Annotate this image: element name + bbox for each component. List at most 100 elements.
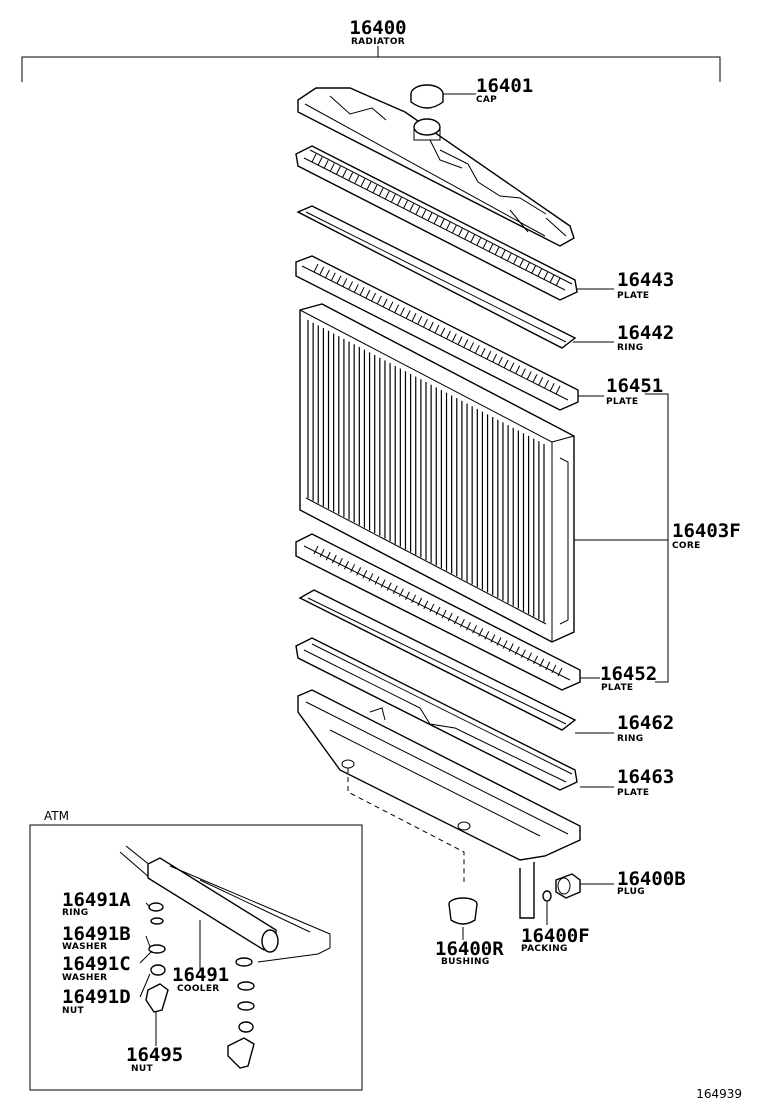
part-name: PLATE xyxy=(617,291,649,301)
hatch-line xyxy=(350,564,356,573)
hatch-line xyxy=(405,310,411,319)
hatch-line xyxy=(427,212,433,222)
hatch-line xyxy=(348,281,354,290)
hatch-line xyxy=(508,643,514,652)
hatch-line xyxy=(388,301,394,310)
hatch-line xyxy=(512,256,518,265)
part-name: PLATE xyxy=(606,397,638,407)
label-bushing: 16400R BUSHING xyxy=(435,938,504,967)
hatch-line xyxy=(509,362,515,371)
hatch-line xyxy=(319,266,325,276)
atm-inset xyxy=(29,824,363,1091)
hatch-line xyxy=(434,324,440,334)
hatch-line xyxy=(549,382,555,392)
hatch-line xyxy=(555,385,561,395)
part-number: 16491C xyxy=(62,953,131,975)
hatch-line xyxy=(453,615,459,625)
hatch-line xyxy=(525,262,530,271)
part-name: RING xyxy=(617,734,643,744)
hatch-line xyxy=(325,551,331,561)
hatch-line xyxy=(362,570,368,579)
hatch-line xyxy=(329,163,335,172)
hatch-line xyxy=(441,609,447,619)
part-number: 16403F xyxy=(672,520,741,542)
label-cooler: 16491 COOLER xyxy=(172,964,229,994)
hatch-line xyxy=(380,579,386,588)
radiator-assembly-bracket xyxy=(21,46,721,82)
hatch-line xyxy=(360,178,366,188)
hatch-line xyxy=(417,597,423,607)
hatch-line xyxy=(396,197,402,206)
hatch-line xyxy=(503,359,509,369)
label-core: 16403F CORE xyxy=(672,520,741,551)
hatch-line xyxy=(409,203,415,212)
part-number: 16400R xyxy=(435,938,504,960)
hatch-line xyxy=(474,345,480,354)
part-number: 16443 xyxy=(617,269,674,291)
hatch-line xyxy=(392,585,398,594)
hatch-line xyxy=(325,269,330,279)
part-name: PLATE xyxy=(617,788,649,798)
hatch-line xyxy=(480,348,486,357)
hatch-line xyxy=(539,658,545,668)
hatch-line xyxy=(545,661,551,671)
lower-ring-drawing xyxy=(298,589,577,731)
part-name: RING xyxy=(62,908,88,918)
hatch-line xyxy=(515,365,521,374)
hatch-line xyxy=(551,664,557,674)
hatch-line xyxy=(335,166,341,175)
hatch-line xyxy=(482,240,488,250)
label-ring-16442: 16442 RING xyxy=(617,322,674,353)
hatch-line xyxy=(398,588,404,597)
hatch-line xyxy=(543,271,549,281)
hatch-line xyxy=(411,594,417,604)
part-name: RADIATOR xyxy=(351,37,405,47)
label-washer-16491b: 16491B WASHER xyxy=(62,923,131,952)
hatch-line xyxy=(520,649,526,658)
hatch-line xyxy=(365,289,371,299)
hatch-line xyxy=(466,622,471,631)
diagram-id: 164939 xyxy=(696,1087,742,1101)
hatch-line xyxy=(386,582,392,591)
plate-16443-drawing xyxy=(295,145,614,301)
hatch-line xyxy=(457,228,463,237)
part-number: 16491A xyxy=(62,889,131,911)
hatch-line xyxy=(384,190,390,200)
hatch-line xyxy=(527,652,532,661)
hatch-line xyxy=(405,591,410,600)
hatch-line xyxy=(423,600,429,610)
part-name: PLUG xyxy=(617,887,645,897)
part-number: 16463 xyxy=(617,766,674,788)
part-name: CORE xyxy=(672,541,701,551)
hatch-line xyxy=(342,278,348,287)
hatch-line xyxy=(331,554,337,564)
hatch-line xyxy=(411,313,417,322)
hatch-line xyxy=(555,277,561,287)
hatch-line xyxy=(486,350,492,360)
hatch-line xyxy=(323,159,329,169)
upper-tank-drawing xyxy=(297,87,575,247)
part-number: 16452 xyxy=(600,663,657,685)
hatch-line xyxy=(463,339,469,348)
packing-drawing xyxy=(542,890,552,925)
hatch-line xyxy=(478,628,484,637)
label-plate-16452: 16452 PLATE xyxy=(600,663,657,693)
hatch-line xyxy=(417,316,423,325)
hatch-line xyxy=(368,573,374,582)
label-washer-16491c: 16491C WASHER xyxy=(62,953,131,983)
hatch-line xyxy=(313,545,319,555)
hatch-line xyxy=(319,548,325,558)
hatch-line xyxy=(469,342,475,351)
hatch-line xyxy=(394,304,400,313)
hatch-line xyxy=(464,231,469,240)
hatch-line xyxy=(497,356,503,366)
part-number: 16495 xyxy=(126,1044,183,1066)
hatch-line xyxy=(451,225,457,234)
plug-drawing xyxy=(555,873,614,899)
hatch-line xyxy=(557,667,563,677)
hatch-line xyxy=(317,156,323,166)
hatch-line xyxy=(476,237,482,246)
hatch-line xyxy=(514,646,520,655)
hatch-line xyxy=(421,209,427,219)
